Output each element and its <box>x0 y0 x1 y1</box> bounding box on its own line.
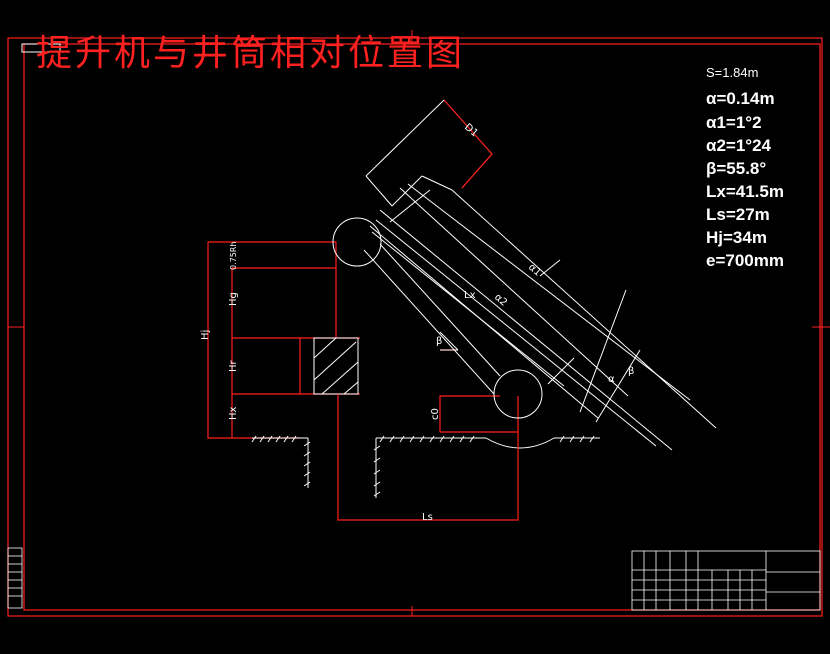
outer-frame <box>7 37 823 617</box>
inner-frame <box>23 43 821 611</box>
param-hj: Hj=34m <box>706 228 767 247</box>
label-alpha2: α2 <box>492 292 509 309</box>
drawing-title: 提升机与井筒相对位置图 <box>36 33 466 74</box>
ground-hatch <box>251 435 600 498</box>
rope-structure <box>332 99 717 451</box>
label-hg: Hg <box>228 292 239 306</box>
upper-sheave <box>332 217 382 267</box>
param-alpha1: α1=1°2 <box>706 113 762 132</box>
rope-red-segments <box>461 153 493 189</box>
label-ls: Ls <box>422 512 433 523</box>
hatch-box <box>313 337 359 395</box>
label-c0: c0 <box>430 408 441 420</box>
label-hj: Hj <box>200 330 211 340</box>
param-alpha: α=0.14m <box>706 89 775 108</box>
label-hr: Hr <box>228 359 239 372</box>
param-ls: Ls=27m <box>706 205 770 224</box>
param-alpha2: α2=1°24 <box>706 136 771 155</box>
title-block <box>631 550 821 611</box>
label-alpha: α <box>608 374 615 385</box>
param-beta: β=55.8° <box>706 159 767 178</box>
param-s: S=1.84m <box>706 65 759 80</box>
label-rh: 0.75Rh <box>229 242 238 270</box>
label-beta: β <box>436 336 442 347</box>
label-lx: Lx <box>464 290 476 301</box>
hoist-house-outline <box>337 99 519 521</box>
margin-strip <box>7 547 23 609</box>
label-hx: Hx <box>228 406 239 420</box>
corner-tag <box>21 43 61 53</box>
param-e: e=700mm <box>706 251 784 270</box>
param-lx: Lx=41.5m <box>706 182 784 201</box>
label-beta-right: β <box>628 366 634 377</box>
